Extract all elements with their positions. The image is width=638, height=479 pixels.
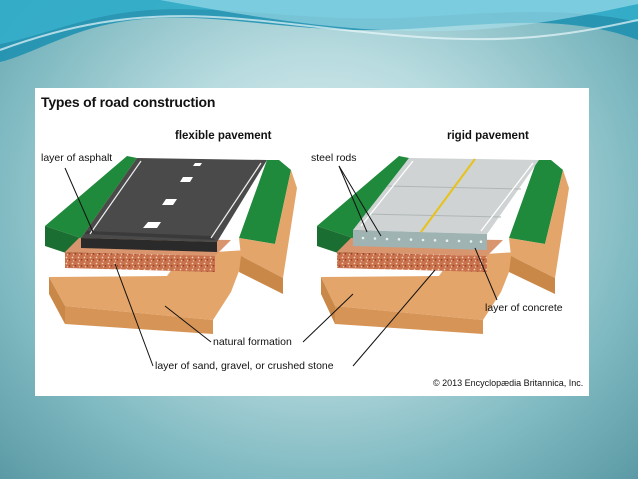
flexible-pavement-heading: flexible pavement: [175, 130, 272, 142]
flexible-right-bank-soil: [239, 170, 297, 278]
natural-formation-label: natural formation: [213, 336, 292, 348]
rigid-steel-rod-ends: [361, 236, 483, 243]
asphalt-label: layer of asphalt: [41, 152, 113, 164]
rigid-right-bank-top: [509, 160, 563, 244]
natural-formation-leader-right: [302, 293, 354, 343]
copyright-credit: © 2013 Encyclopædia Britannica, Inc.: [433, 378, 584, 388]
natural-formation-leader-left: [164, 305, 212, 343]
flexible-asphalt-front: [81, 238, 217, 252]
steel-rods-label: steel rods: [311, 152, 357, 164]
base-layer-leader-right: [352, 269, 436, 367]
steel-rods-leader-1: [338, 165, 368, 233]
leader-lines: [64, 165, 498, 367]
rigid-concrete-top: [353, 158, 539, 234]
asphalt-leader: [64, 167, 94, 233]
rigid-concrete-front: [353, 230, 487, 250]
rigid-right-bank-soil: [509, 170, 569, 278]
base-layer-leader-left: [114, 263, 154, 367]
flexible-lane-markings: [143, 163, 202, 228]
figure-title: Types of road construction: [41, 94, 216, 110]
concrete-leader: [474, 247, 498, 301]
road-diagram: [45, 156, 569, 367]
rigid-pavement-heading: rigid pavement: [447, 130, 529, 142]
rigid-pavement-illustration: [317, 156, 569, 334]
top-wave-highlight: [0, 15, 638, 51]
concrete-label: layer of concrete: [485, 302, 563, 314]
road-construction-figure: Types of road construction flexible pave…: [35, 88, 589, 396]
flexible-pavement-illustration: [45, 156, 297, 334]
base-layer-label: layer of sand, gravel, or crushed stone: [155, 360, 334, 372]
rigid-center-line: [420, 158, 476, 233]
flexible-left-bank-top: [45, 156, 137, 238]
top-wave-light: [160, 0, 638, 32]
rigid-left-bank-top: [317, 156, 409, 238]
steel-rods-leader-2: [338, 165, 382, 237]
flexible-right-bank-top: [239, 160, 291, 244]
